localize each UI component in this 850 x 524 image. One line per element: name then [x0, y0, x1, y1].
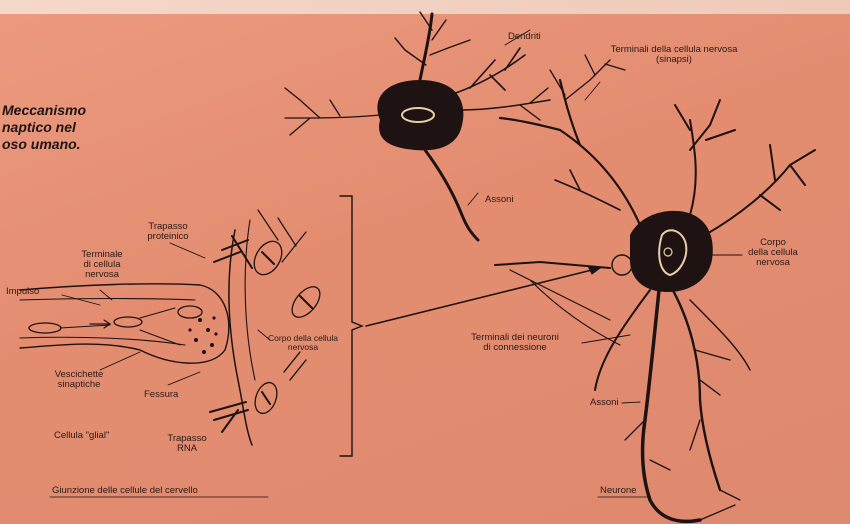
label-trapasso-rna: Trapasso RNA [164, 434, 210, 454]
label-vescichette-2: sinaptiche [44, 380, 114, 390]
label-terminale-3: nervosa [72, 270, 132, 280]
label-terminali-neuroni-2: di connessione [448, 343, 582, 353]
label-trapasso-proteinico-2: proteinico [140, 232, 196, 242]
label-dendriti: Dendriti [508, 32, 541, 42]
label-vescichette: Vescichette sinaptiche [44, 370, 114, 390]
label-corpo-cellula-small: Corpo della cellula nervosa [256, 334, 350, 352]
label-corpo-small-2: nervosa [256, 343, 350, 352]
label-trapasso-proteinico: Trapasso proteinico [140, 222, 196, 242]
label-assone-bottom: Assoni [590, 398, 619, 408]
caption-line-2: naptico nel [2, 119, 76, 136]
label-terminale-cellula: Terminale di cellula nervosa [72, 250, 132, 280]
label-impulso: Impulso [6, 287, 39, 297]
label-terminali-line-2: (sinapsi) [578, 55, 770, 65]
upper-neuron [285, 12, 550, 240]
label-assone-top: Assoni [485, 195, 514, 205]
label-terminali-sinapsi: Terminali della cellula nervosa (sinapsi… [578, 45, 770, 65]
label-corpo-3: nervosa [738, 258, 808, 268]
main-neuron [495, 55, 815, 521]
label-neurone: Neurone [600, 486, 636, 496]
synapse-detail [20, 196, 600, 456]
label-cellula-glial: Cellula "glial" [54, 431, 109, 441]
label-corpo-cellula: Corpo della cellula nervosa [738, 238, 808, 268]
label-terminali-neuroni: Terminali dei neuroni di connessione [448, 333, 582, 353]
label-trapasso-rna-2: RNA [164, 444, 210, 454]
label-giunzione: Giunzione delle cellule del cervello [52, 486, 198, 496]
caption-line-3: oso umano. [2, 136, 81, 153]
label-fessura: Fessura [144, 390, 178, 400]
caption-line-1: Meccanismo [2, 102, 86, 119]
